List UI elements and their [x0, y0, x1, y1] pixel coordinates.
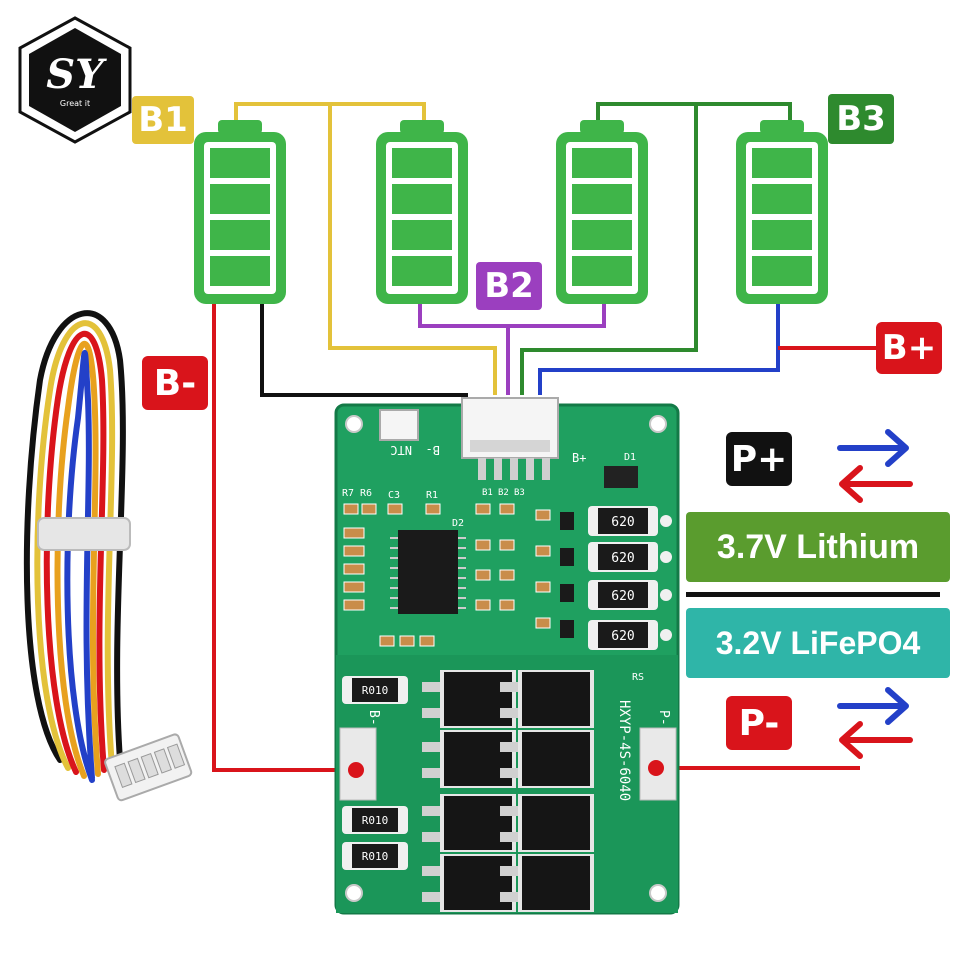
shunt-resistors: R010 R010 R010 — [342, 676, 408, 870]
balance-resistor-4: 620 — [588, 620, 672, 650]
logo-tagline: Great it — [60, 99, 90, 108]
pcb-label-b3: B3 — [514, 488, 525, 498]
battery-cell-4 — [736, 120, 828, 304]
mosfet-4 — [500, 730, 594, 788]
label-b-plus: B+ — [876, 322, 942, 374]
balance-resistor-code: 620 — [611, 589, 634, 604]
balance-resistor-code: 620 — [611, 629, 634, 644]
pcb-silk-d2: D2 — [452, 518, 464, 529]
wire-b1-yellow-down — [328, 104, 497, 395]
mount-hole — [345, 884, 363, 902]
mosfet-8 — [500, 854, 594, 912]
diode-d1 — [604, 466, 638, 488]
mount-hole — [649, 884, 667, 902]
protection-ic — [398, 530, 458, 614]
balance-resistor-2: 620 — [588, 542, 672, 572]
label-b1: B1 — [132, 96, 194, 144]
label-lithium: 3.7V Lithium — [686, 512, 950, 582]
shunt-label-1: R010 — [362, 684, 389, 697]
pcb-silk-d1: D1 — [624, 452, 636, 463]
shunt-label-2: R010 — [362, 814, 389, 827]
charge-direction-arrows-bottom — [837, 687, 913, 759]
battery-cell-3 — [556, 120, 648, 304]
label-b2: B2 — [476, 262, 542, 310]
label-lifepo4: 3.2V LiFePO4 — [686, 608, 950, 678]
mosfet-3 — [422, 730, 516, 788]
balance-resistor-1: 620 — [588, 506, 672, 536]
wire-black — [260, 300, 468, 397]
bms-circuit-board: NTC B- B1 B2 B3 B+ R7 R6 C3 R1 D1 D2 RS — [334, 397, 680, 915]
pcb-label-b1: B1 — [482, 488, 493, 498]
charge-direction-arrows-top — [837, 429, 913, 503]
label-b-minus: B- — [142, 356, 208, 410]
mosfet-array — [422, 670, 594, 912]
balance-resistor-code: 620 — [611, 515, 634, 530]
wire-harness-lines — [212, 102, 880, 772]
pcb-silk-r1: R1 — [426, 490, 438, 501]
balance-connector-plug — [104, 733, 193, 802]
pad-bminus-label: B- — [366, 710, 381, 726]
pcb-label-bminus: B- — [426, 443, 440, 457]
wire-blue — [538, 300, 780, 395]
pcb-silk-rs: RS — [632, 672, 644, 683]
chemistry-divider — [686, 592, 940, 597]
battery-cell-1 — [194, 120, 286, 304]
cable-tie — [37, 517, 131, 551]
pad-pminus-label: P- — [656, 710, 671, 726]
pcb-silk-r6: R6 — [360, 488, 372, 499]
shunt-label-3: R010 — [362, 850, 389, 863]
pcb-silk-c3: C3 — [388, 490, 400, 501]
pcb-label-ntc: NTC — [390, 443, 412, 457]
mount-hole — [649, 415, 667, 433]
balance-resistor-3: 620 — [588, 580, 672, 610]
pcb-label-bplus: B+ — [572, 451, 586, 465]
label-b3: B3 — [828, 94, 894, 144]
balance-resistor-code: 620 — [611, 551, 634, 566]
balance-resistors: 620 620 620 620 — [588, 506, 672, 650]
balance-cable-bundle — [23, 310, 193, 802]
label-p-minus: P- — [726, 696, 792, 750]
pcb-silk-r7: R7 — [342, 488, 354, 499]
board-model: HXYP-4S-6040 — [616, 700, 632, 801]
label-p-plus: P+ — [726, 432, 792, 486]
mosfet-2 — [500, 670, 594, 728]
wire-b-minus-red — [212, 300, 356, 772]
mosfet-6 — [500, 794, 594, 852]
mosfet-1 — [422, 670, 516, 728]
mount-hole — [345, 415, 363, 433]
logo-letters: SY — [46, 51, 107, 98]
brand-logo: SY Great it — [18, 16, 132, 144]
battery-cell-2 — [376, 120, 468, 304]
wire-b2-purple — [418, 300, 606, 328]
battery-cells — [194, 120, 828, 304]
wire-b3-green-down — [520, 104, 698, 395]
pcb-label-b2: B2 — [498, 488, 509, 498]
